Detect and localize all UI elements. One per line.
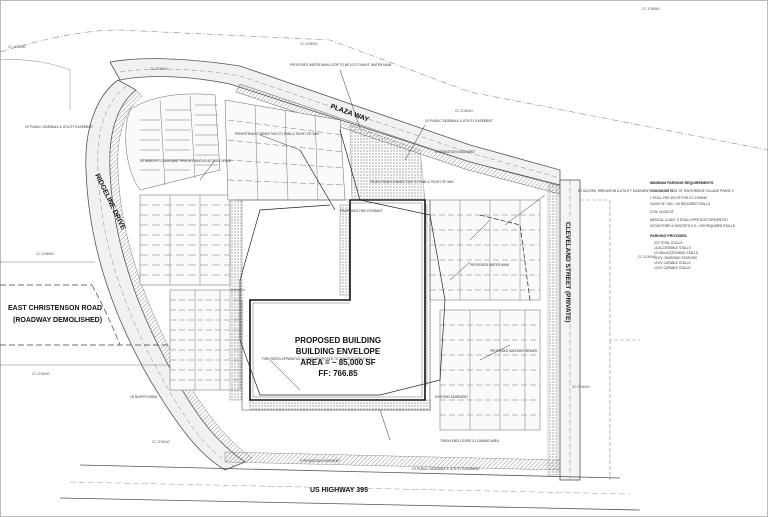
building-label-line4: FF: 766.85 — [318, 369, 358, 378]
legend-provided: 10 EV CAPABLE STALLS — [654, 266, 691, 270]
note-irrigation-bottom: 5' IRRIGATION EASEMENT — [300, 459, 340, 463]
note-sidewalk-left: 10' PUBLIC SIDEWALK & UTILITY EASEMENT — [25, 125, 93, 129]
note-watermain: PROPOSED WATER MAIN LOOP TO BE 10"D THAN… — [290, 63, 392, 67]
note-fire-hydrant: PROPOSED FIRE HYDRANT — [340, 209, 383, 213]
note-irrigation: 5' IRRIGATION EASEMENT — [435, 150, 475, 154]
property-line-left — [0, 59, 71, 110]
legend-provided: 14 ACCESSIBLE STALLS — [654, 246, 691, 250]
zoning-label: CC ZONING — [150, 67, 168, 71]
legend-line: 16,000 SF / 400 = 40 REQUIRED STALLS — [650, 202, 710, 206]
zoning-label: CC ZONING — [152, 440, 170, 444]
zoning-label: CC ZONING — [300, 42, 318, 46]
zoning-label: CC ZONING — [572, 385, 590, 389]
highway-hatch — [224, 451, 561, 471]
legend-provided: 10 EV CAPABLE STALLS — [654, 261, 691, 265]
legend-line: MEDICAL CLINIC: 5 STALLS PER DOCTOR/DENT… — [650, 218, 728, 222]
parking-lot-west — [139, 194, 241, 391]
christenson-road-demolished — [0, 284, 170, 346]
drive-aisles — [230, 199, 431, 411]
note-sanitary: PROPOSED SANITARY SEWER — [490, 349, 538, 353]
legend-line: 40 DOCTORS & DENTISTS X 5 = 200 REQUIRED… — [650, 224, 735, 228]
note-pedestrian: PEDESTRIAN CONNECTION TO PUBLIC RIGHT-OF… — [235, 132, 320, 136]
legend-line: 1 STALL PER 400 SF FOR CC ZONING — [650, 196, 708, 200]
zoning-label: CC ZONING — [642, 7, 660, 11]
utility-lines — [239, 129, 531, 396]
christenson-road-label: EAST CHRISTENSON ROAD — [8, 305, 102, 312]
us-highway-label: US HIGHWAY 395 — [310, 487, 368, 494]
legend-provided: 10 EV CHARGING STATIONS — [654, 256, 697, 260]
zoning-label: CC ZONING — [8, 45, 26, 49]
note-sidewalk-bottom: 10' PUBLIC SIDEWALK & UTILITY EASEMENT — [412, 467, 480, 471]
us-highway-roadway — [79, 464, 621, 479]
cleveland-street-label: CLEVELAND STREET (PRIVATE) — [564, 222, 571, 323]
note-fire-apparatus-left: 20' WIDE IFC COMPLIANT FIRE APPARATUS AC… — [140, 159, 231, 163]
property-line-top — [0, 29, 768, 151]
legend-provided: 10 VAN ACCESSIBLE STALLS — [654, 251, 698, 255]
note-water-main: PROPOSED WATER MAIN — [470, 263, 510, 267]
note-trash: TRASH ENCLOSURE & LOADING AREA — [440, 439, 500, 443]
parking-lot-north — [125, 93, 221, 191]
building-label-line2: BUILDING ENVELOPE — [296, 347, 381, 356]
christenson-road-sublabel: (ROADWAY DEMOLISHED) — [13, 317, 102, 324]
zoning-label: CC ZONING — [32, 372, 50, 376]
zoning-label: CC ZONING — [455, 109, 473, 113]
note-fire-access-center: FIRE-RATED APPARATUS ACCESS PROPOSED TO … — [262, 357, 372, 361]
note-access-irrigation: 20' ACCESS, IRRIGATION & UTILITY EASEMEN… — [578, 189, 734, 193]
legend-line: CCM: 16,000 SF — [650, 189, 674, 193]
note-pedestrian-2: PEDESTRIAN CONNECTION TO PUBLIC RIGHT OF… — [370, 180, 455, 184]
plaza-way-roadway — [109, 58, 561, 186]
legend-title: MINIMUM PARKING REQUIREMENTS — [650, 181, 714, 185]
legend-provided: 372 TOTAL STALLS — [654, 241, 683, 245]
parking-lot-east — [429, 199, 541, 431]
zoning-label: CC ZONING — [36, 252, 54, 256]
zoning-label: CC ZONING — [638, 255, 656, 259]
building-label-line3: AREA = ~ 85,000 SF — [300, 358, 375, 367]
parking-legend: MINIMUM PARKING REQUIREMENTS CCM: 16,000… — [650, 181, 735, 270]
legend-line: CCM: 16,000 SF — [650, 210, 674, 214]
note-sidewalk-top: 10' PUBLIC SIDEWALK & UTILITY EASEMENT — [425, 119, 493, 123]
leader-lines — [199, 69, 546, 441]
legend-provided-title: PARKING PROVIDED: — [650, 234, 687, 238]
building-label-line1: PROPOSED BUILDING — [295, 336, 381, 345]
note-existing-easement: EXISTING EASEMENT — [435, 395, 468, 399]
note-buffer-left: 15' BUFFER AREA — [130, 395, 158, 399]
building-label: PROPOSED BUILDING BUILDING ENVELOPE AREA… — [295, 336, 381, 378]
